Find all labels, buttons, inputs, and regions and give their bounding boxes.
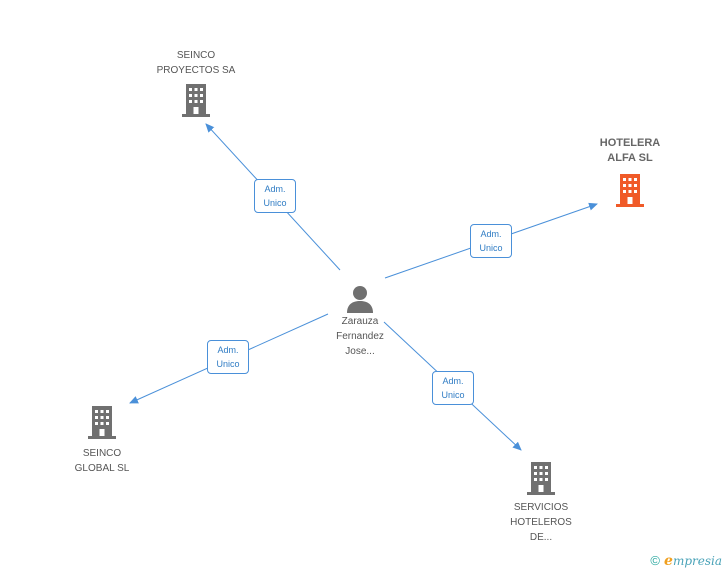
- relation-role-line-2: Unico: [263, 198, 287, 208]
- relation-role-line-1: Adm.: [442, 376, 464, 386]
- company-name-line-1: SEINCO: [82, 448, 122, 459]
- person-icon: [347, 286, 373, 313]
- relation-role-line-2: Unico: [479, 243, 503, 253]
- relation-role-line-1: Adm.: [264, 184, 286, 194]
- brand-initial: e: [664, 553, 673, 569]
- relation-role-line-2: Unico: [441, 390, 465, 400]
- company-node-hotelera-alfa[interactable]: HOTELERA ALFA SL: [580, 136, 680, 208]
- company-name-line-2: HOTELEROS: [510, 517, 572, 528]
- relation-role-line-1: Adm.: [217, 345, 239, 355]
- company-name-line-1: HOTELERA: [599, 137, 661, 149]
- relation-badge-seinco-global[interactable]: Adm. Unico: [207, 340, 249, 374]
- relation-badge-servicios-hoteleros[interactable]: Adm. Unico: [432, 371, 474, 405]
- company-name-line-1: SEINCO: [176, 50, 216, 61]
- company-node-seinco-global[interactable]: SEINCO GLOBAL SL: [52, 404, 152, 476]
- company-name-line-2: ALFA SL: [607, 152, 653, 164]
- empresia-logo[interactable]: empresia: [664, 553, 722, 569]
- company-name-line-3: DE...: [529, 532, 553, 543]
- relation-role-line-2: Unico: [216, 359, 240, 369]
- copyright-symbol: ©: [650, 553, 661, 568]
- person-name-line-2: Fernandez: [336, 331, 384, 342]
- relation-badge-seinco-proyectos[interactable]: Adm. Unico: [254, 179, 296, 213]
- brand-rest: mpresia: [672, 554, 722, 568]
- company-name-line-2: GLOBAL SL: [74, 463, 130, 474]
- person-name-line-1: Zarauza: [341, 316, 379, 327]
- relation-badge-hotelera-alfa[interactable]: Adm. Unico: [470, 224, 512, 258]
- relation-role-line-1: Adm.: [480, 229, 502, 239]
- person-node-zarauza[interactable]: Zarauza Fernandez Jose...: [318, 284, 402, 359]
- company-node-servicios-hoteleros[interactable]: SERVICIOS HOTELEROS DE...: [491, 460, 591, 545]
- company-name-line-2: PROYECTOS SA: [156, 65, 236, 76]
- building-icon: [182, 84, 210, 117]
- building-icon: [616, 174, 644, 207]
- footer-brand: © empresia: [650, 551, 722, 571]
- company-name-line-1: SERVICIOS: [513, 502, 569, 513]
- building-icon: [88, 406, 116, 439]
- company-node-seinco-proyectos[interactable]: SEINCO PROYECTOS SA: [146, 48, 246, 118]
- person-name-line-3: Jose...: [345, 346, 375, 357]
- building-icon: [527, 462, 555, 495]
